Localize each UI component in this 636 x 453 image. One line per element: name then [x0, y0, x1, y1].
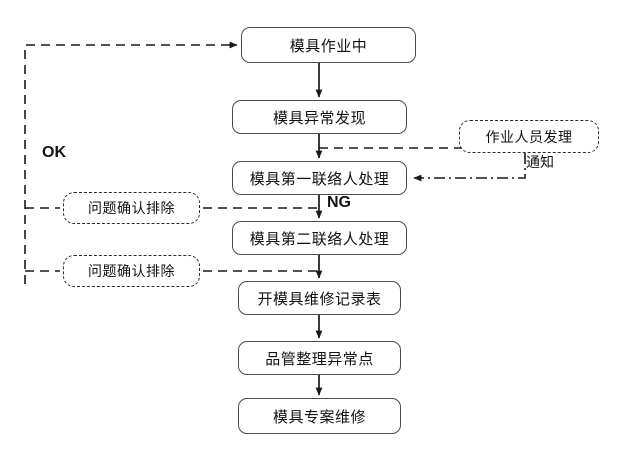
node-label: 模具作业中 — [289, 37, 368, 55]
edge-notify-to-first — [413, 153, 526, 182]
edge-label-ok: OK — [42, 144, 66, 161]
node-issue-confirmed-2[interactable]: 问题确认排除 — [63, 255, 200, 287]
node-label: 品管整理异常点 — [265, 350, 374, 368]
edge-label-ng: NG — [327, 194, 351, 211]
node-label: 开模具维修记录表 — [257, 290, 382, 308]
node-anomaly-found[interactable]: 模具异常发现 — [232, 100, 407, 134]
node-label: 问题确认排除 — [88, 200, 175, 216]
node-second-contact[interactable]: 模具第二联络人处理 — [232, 221, 407, 255]
node-special-repair[interactable]: 模具专案维修 — [238, 398, 401, 434]
node-operator-handle[interactable]: 作业人员发理 — [459, 120, 599, 153]
node-first-contact[interactable]: 模具第一联络人处理 — [232, 161, 407, 195]
edge-label-notify: 通知 — [526, 154, 554, 170]
node-mold-operating[interactable]: 模具作业中 — [241, 27, 416, 63]
node-label: 问题确认排除 — [88, 263, 175, 279]
node-label: 模具异常发现 — [272, 109, 366, 127]
edge-ok-return — [24, 41, 238, 284]
node-label: 模具第二联络人处理 — [249, 230, 390, 248]
node-qc-collect-anomaly[interactable]: 品管整理异常点 — [238, 341, 401, 375]
node-label: 模具专案维修 — [272, 408, 366, 426]
node-open-repair-record[interactable]: 开模具维修记录表 — [238, 281, 401, 315]
node-label: 作业人员发理 — [485, 128, 573, 145]
node-issue-confirmed-1[interactable]: 问题确认排除 — [63, 192, 200, 224]
node-label: 模具第一联络人处理 — [249, 170, 390, 188]
